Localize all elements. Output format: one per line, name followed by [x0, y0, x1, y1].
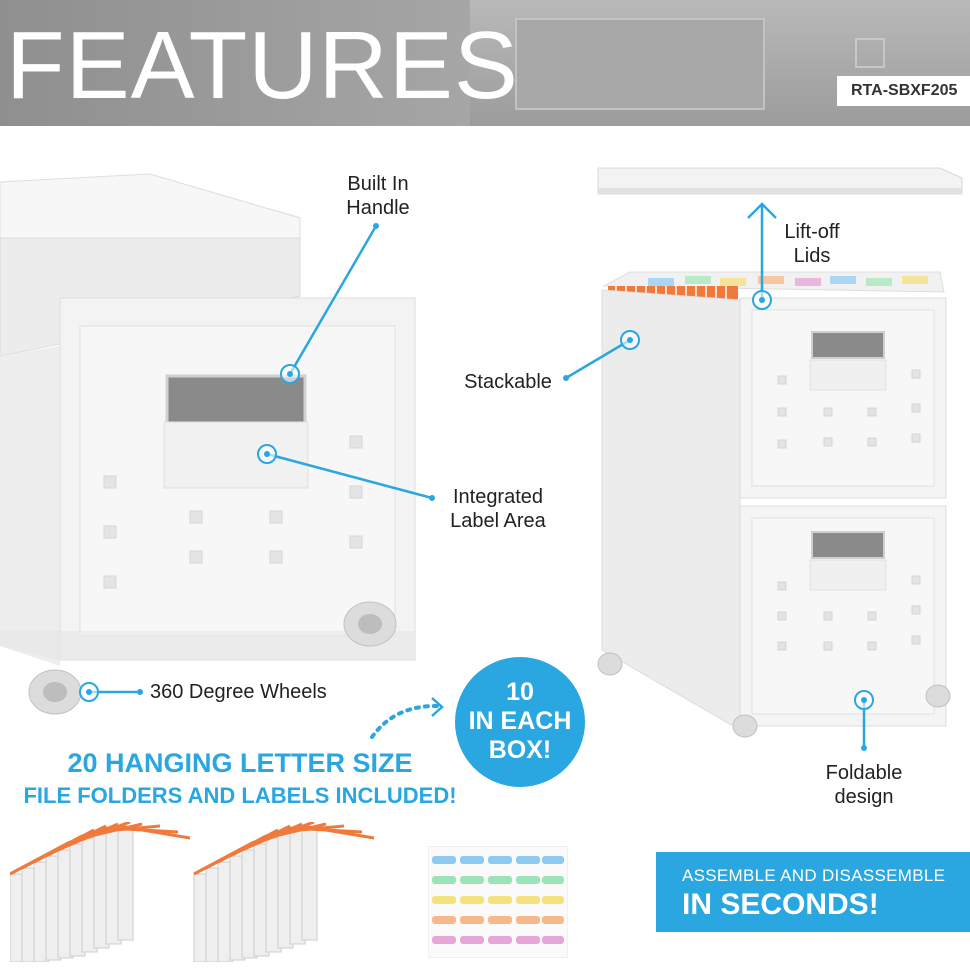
- hanging-folders-illustration: [10, 822, 376, 962]
- foldable-callout-end: [861, 745, 867, 751]
- badge-line: 10: [506, 678, 534, 706]
- promo-line-1: 20 HANGING LETTER SIZE: [67, 748, 413, 778]
- lids-callout-dot: [752, 290, 772, 310]
- banner-line-1: ASSEMBLE AND DISASSEMBLE: [682, 866, 946, 885]
- header-banner: FEATURES RTA-SBXF205: [0, 0, 970, 126]
- header-background-shade: [0, 0, 470, 126]
- label-area-callout-dot: [257, 444, 277, 464]
- callout-line: Integrated: [452, 486, 544, 508]
- header-background-panel: [515, 18, 765, 110]
- callout-line: Built In: [347, 173, 409, 195]
- badge-line: BOX!: [488, 736, 552, 764]
- header-background-square: [855, 38, 885, 68]
- ten-per-box-badge: 10 IN EACH BOX!: [455, 657, 585, 787]
- page-title: FEATURES: [6, 12, 519, 119]
- banner-line-2: IN SECONDS!: [682, 888, 879, 921]
- label-area-callout-end: [429, 495, 435, 501]
- callout-line: Lift-off: [784, 221, 840, 243]
- handle-callout-end: [373, 223, 379, 229]
- stackable-callout: Stackable: [464, 371, 552, 393]
- built-in-handle-callout: Built In Handle: [326, 172, 430, 220]
- badge-line: IN EACH: [468, 707, 572, 735]
- callout-line: Foldable: [825, 762, 903, 784]
- promo-line-2: FILE FOLDERS AND LABELS INCLUDED!: [23, 783, 457, 808]
- label-area-callout: Integrated Label Area: [438, 485, 558, 533]
- foldable-callout-dot: [854, 690, 874, 710]
- callout-line: Label Area: [450, 510, 546, 532]
- wheels-callout: 360 Degree Wheels: [150, 681, 327, 703]
- callout-line: design: [834, 786, 894, 808]
- stackable-callout-dot: [620, 330, 640, 350]
- lift-off-lids-callout: Lift-off Lids: [770, 220, 854, 268]
- foldable-callout: Foldable design: [812, 761, 916, 809]
- assembly-banner: ASSEMBLE AND DISASSEMBLE IN SECONDS!: [656, 852, 970, 932]
- wheels-callout-end: [137, 689, 143, 695]
- label-sheet-illustration: [428, 846, 568, 958]
- wheels-callout-dot: [79, 682, 99, 702]
- handle-callout-dot: [280, 364, 300, 384]
- callout-line: Handle: [346, 197, 410, 219]
- callout-line: Lids: [793, 245, 831, 267]
- stackable-callout-end: [563, 375, 569, 381]
- stacked-file-boxes-illustration: [597, 167, 963, 738]
- sku-label: RTA-SBXF205: [837, 76, 970, 106]
